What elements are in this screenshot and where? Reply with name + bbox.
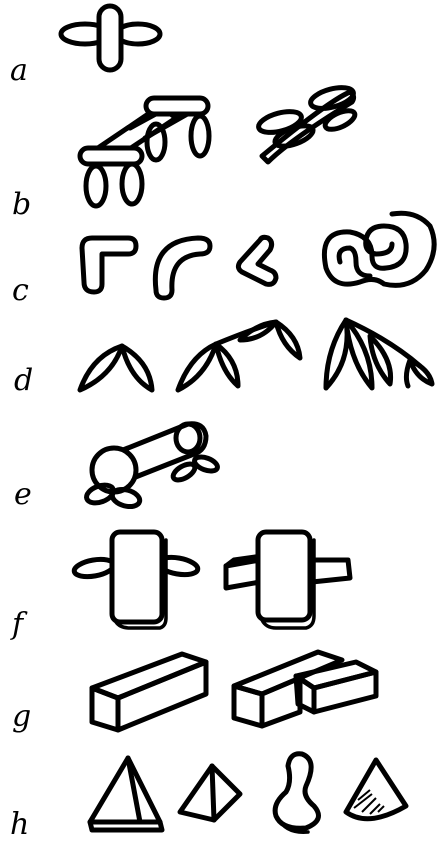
row-b-bridge-figure <box>80 98 209 206</box>
row-b-dragonfly-figure <box>256 84 357 162</box>
row-label-h: h <box>10 807 29 842</box>
row-a-cross-figure <box>61 6 160 70</box>
row-label-e: e <box>14 477 32 512</box>
row-h-large-pyramid <box>90 758 162 830</box>
row-f-tablet-leaves-figure <box>73 532 199 628</box>
row-f-tablet-blocks-figure <box>226 532 350 628</box>
row-c-coil-shape <box>324 213 434 285</box>
row-label-a: a <box>10 53 28 88</box>
row-h-small-pyramid <box>180 766 240 820</box>
row-label-g: g <box>12 699 31 734</box>
row-e-log-figure <box>84 424 219 510</box>
row-d-leaf-pair-1 <box>80 346 152 390</box>
row-label-b: b <box>12 187 31 222</box>
row-g-long-box <box>92 654 206 730</box>
row-h-bean-shape <box>275 754 318 832</box>
row-c-chevron-shape <box>238 237 276 284</box>
row-h-cone-shape <box>346 760 406 819</box>
row-label-d: d <box>14 363 33 398</box>
row-label-c: c <box>12 273 29 308</box>
row-d-leaf-branch-3 <box>326 320 432 388</box>
row-g-split-box <box>234 652 376 726</box>
row-label-f: f <box>10 607 28 642</box>
row-c-l-shape <box>82 238 136 292</box>
row-d-leaf-branch-2 <box>178 322 300 390</box>
row-c-curve-shape <box>155 238 210 298</box>
